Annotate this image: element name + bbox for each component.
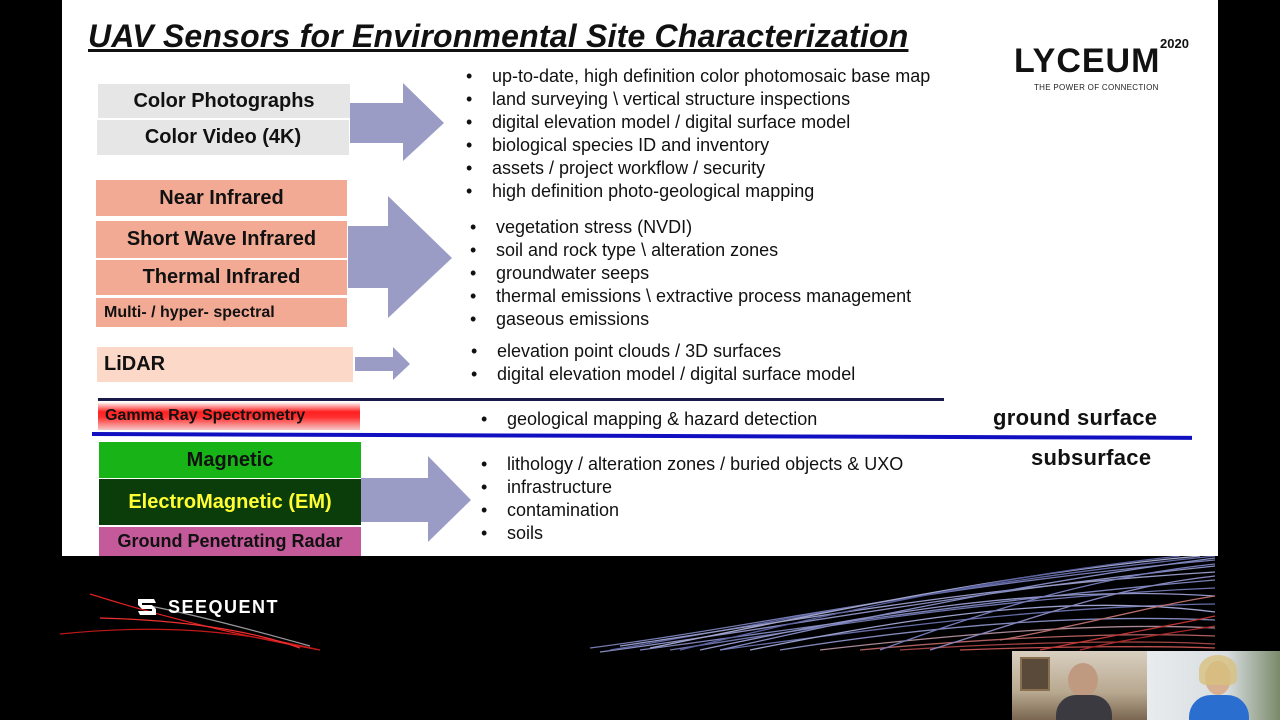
list-item: gaseous emissions bbox=[470, 308, 911, 331]
separator-line bbox=[98, 398, 944, 401]
list-item: geological mapping & hazard detection bbox=[481, 408, 817, 431]
seequent-brand: SEEQUENT bbox=[134, 594, 279, 620]
sensor-ground-penetrating-radar: Ground Penetrating Radar bbox=[99, 527, 361, 556]
sensor-magnetic: Magnetic bbox=[99, 442, 361, 478]
sensor-short-wave-infrared: Short Wave Infrared bbox=[96, 221, 347, 258]
list-item: digital elevation model / digital surfac… bbox=[466, 111, 930, 134]
list-item: assets / project workflow / security bbox=[466, 157, 930, 180]
list-item: biological species ID and inventory bbox=[466, 134, 930, 157]
list-item: infrastructure bbox=[481, 476, 903, 499]
decorative-streaks bbox=[59, 556, 1216, 653]
slide-title: UAV Sensors for Environmental Site Chara… bbox=[88, 18, 909, 54]
arrow-right-icon bbox=[361, 456, 471, 542]
arrow-right-icon bbox=[350, 83, 444, 161]
logo-tagline: THE POWER OF CONNECTION bbox=[1034, 83, 1159, 92]
sensor-multi-hyper-spectral: Multi- / hyper- spectral bbox=[96, 298, 347, 327]
list-item: high definition photo-geological mapping bbox=[466, 180, 930, 203]
webcam-participant-1 bbox=[1012, 651, 1147, 720]
sensor-thermal-infrared: Thermal Infrared bbox=[96, 260, 347, 295]
list-item: land surveying \ vertical structure insp… bbox=[466, 88, 930, 111]
sensor-lidar: LiDAR bbox=[97, 347, 353, 382]
list-item: contamination bbox=[481, 499, 903, 522]
sensor-electromagnetic: ElectroMagnetic (EM) bbox=[99, 479, 361, 525]
bullet-list-group3: elevation point clouds / 3D surfaces dig… bbox=[471, 340, 855, 386]
bullet-list-group5: lithology / alteration zones / buried ob… bbox=[481, 453, 903, 545]
bullet-list-group2: vegetation stress (NVDI) soil and rock t… bbox=[470, 216, 911, 331]
list-item: digital elevation model / digital surfac… bbox=[471, 363, 855, 386]
list-item: soil and rock type \ alteration zones bbox=[470, 239, 911, 262]
list-item: thermal emissions \ extractive process m… bbox=[470, 285, 911, 308]
list-item: elevation point clouds / 3D surfaces bbox=[471, 340, 855, 363]
sensor-color-video: Color Video (4K) bbox=[97, 120, 349, 155]
webcam-participant-2 bbox=[1147, 651, 1280, 720]
bullet-list-group4: geological mapping & hazard detection bbox=[481, 408, 817, 431]
sensor-near-infrared: Near Infrared bbox=[96, 180, 347, 216]
arrow-right-icon bbox=[355, 347, 410, 380]
list-item: soils bbox=[481, 522, 903, 545]
list-item: vegetation stress (NVDI) bbox=[470, 216, 911, 239]
sensor-gamma-ray-spectrometry: Gamma Ray Spectrometry bbox=[98, 402, 360, 430]
logo-word: LYCEUM bbox=[1014, 42, 1161, 80]
seequent-wordmark: SEEQUENT bbox=[168, 596, 280, 617]
list-item: lithology / alteration zones / buried ob… bbox=[481, 453, 903, 476]
lyceum-logo: LYCEUM 2020 THE POWER OF CONNECTION bbox=[1014, 34, 1194, 94]
logo-year: 2020 bbox=[1160, 36, 1189, 51]
seequent-logo-icon bbox=[138, 599, 156, 615]
sensor-color-photographs: Color Photographs bbox=[98, 84, 350, 118]
bullet-list-group1: up-to-date, high definition color photom… bbox=[466, 65, 930, 203]
list-item: up-to-date, high definition color photom… bbox=[466, 65, 930, 88]
subsurface-label: subsurface bbox=[1031, 445, 1152, 470]
list-item: groundwater seeps bbox=[470, 262, 911, 285]
arrow-right-icon bbox=[348, 196, 452, 318]
ground-surface-label: ground surface bbox=[993, 405, 1158, 430]
